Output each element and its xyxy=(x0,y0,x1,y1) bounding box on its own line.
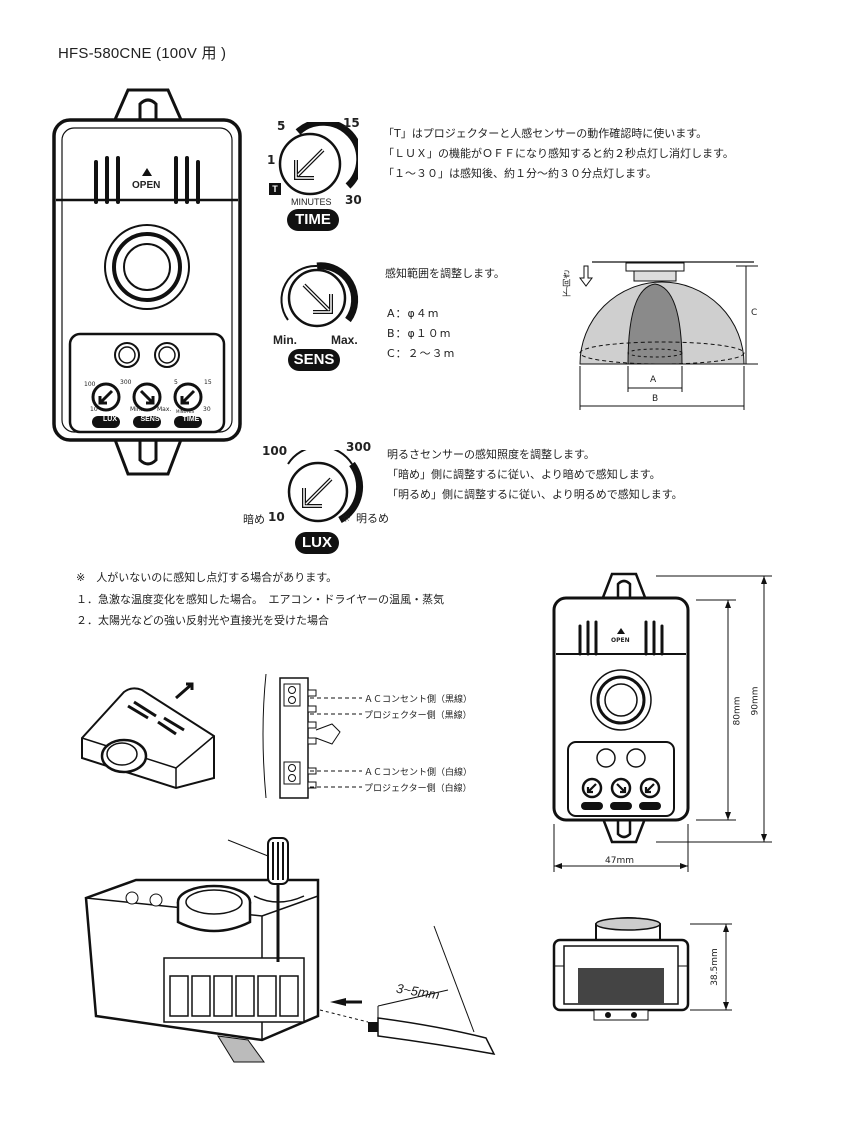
device-lux-mark-100: 100 xyxy=(84,381,96,388)
lux-mark-300: 300 xyxy=(346,440,372,454)
lux-dial xyxy=(287,450,364,524)
time-badge: TIME xyxy=(287,209,339,231)
device-time-label: TIME xyxy=(182,416,200,423)
dimension-side-view xyxy=(552,917,732,1021)
sens-min-label: Min. xyxy=(273,333,297,347)
dimension-front-view xyxy=(552,572,772,872)
note-1: １．急激な温度変化を感知した場合。 エアコン・ドライヤーの温風・蒸気 xyxy=(76,593,445,606)
t-mark-icon: T xyxy=(269,183,281,195)
device-sens-label: SENS xyxy=(140,416,160,423)
sens-range-a: A：φ４m xyxy=(387,307,440,320)
device-sens-max: Max. xyxy=(157,406,172,413)
lux-desc-1: 明るさセンサーの感知照度を調整します。 xyxy=(387,448,595,461)
range-label-b: B xyxy=(652,394,659,404)
time-mark-1: 1 xyxy=(267,153,276,167)
sens-dial xyxy=(280,262,359,328)
device-front-illustration xyxy=(52,88,242,476)
note-2: ２．太陽光などの強い反射光や直接光を受けた場合 xyxy=(76,614,329,627)
lux-desc-3: 「明るめ」側に調整するに従い、より明るめで感知します。 xyxy=(387,488,683,501)
device-lux-mark-300: 300 xyxy=(120,379,132,386)
sens-badge: SENS xyxy=(288,349,340,371)
lux-mark-100: 100 xyxy=(262,444,288,458)
device-time-mark-15: 15 xyxy=(204,379,212,386)
device-minutes-label: MINUTES xyxy=(176,409,195,414)
wire-label-proj-white: プロジェクター側（白線） xyxy=(364,784,472,794)
device-sens-min: Min. xyxy=(130,406,143,413)
wire-label-proj-black: プロジェクター側（黒線） xyxy=(364,711,472,721)
page-title: HFS-580CNE (100V 用 ) xyxy=(58,45,227,62)
lux-bright-label: 明るめ xyxy=(356,512,389,525)
time-desc-1: 「T」はプロジェクターと人感センサーの動作確認時に使います。 xyxy=(383,127,708,140)
time-mark-30: 30 xyxy=(345,193,362,207)
wiring-screwdriver-illustration xyxy=(84,837,496,1063)
lux-badge: LUX xyxy=(295,532,339,554)
lux-dark-label: 暗め xyxy=(243,513,265,526)
device-open-label: OPEN xyxy=(132,180,161,191)
wire-leader-lines xyxy=(310,697,362,788)
wire-label-ac-black: ＡＣコンセント側（黒線） xyxy=(364,695,473,705)
device-time-mark-30: 30 xyxy=(203,406,211,413)
wire-label-ac-white: ＡＣコンセント側（白線） xyxy=(364,768,473,778)
time-minutes-label: MINUTES xyxy=(291,197,332,207)
time-mark-5: 5 xyxy=(277,119,286,133)
sens-heading: 感知範囲を調整します。 xyxy=(385,267,505,280)
device-lux-mark-10: 10 xyxy=(90,406,98,413)
lux-desc-2: 「暗め」側に調整するに従い、より暗めで感知します。 xyxy=(387,468,661,481)
time-dial xyxy=(278,122,358,196)
terminal-block-illustration xyxy=(262,673,341,799)
sun-icon: ☼ xyxy=(341,512,351,525)
device-lux-label: LUX xyxy=(103,416,117,423)
lux-mark-10: 10 xyxy=(268,510,285,524)
sens-range-b: B：φ１０m xyxy=(387,327,452,340)
time-desc-2: 「ＬＵＸ」の機能がＯＦＦになり感知すると約２秒点灯し消灯します。 xyxy=(383,147,734,160)
dim-height-inner: 80mm xyxy=(732,696,743,726)
note-warning: ※ 人がいないのに感知し点灯する場合があります。 xyxy=(76,571,338,584)
time-mark-15: 15 xyxy=(343,116,360,130)
cover-slide-illustration xyxy=(81,682,215,790)
time-desc-3: 「１〜３０」は感知後、約１分〜約３０分点灯します。 xyxy=(383,167,657,180)
sens-range-c: C：２〜３m xyxy=(387,347,456,360)
dim-width: 47mm xyxy=(605,856,634,866)
down-label: 下向き xyxy=(563,270,573,297)
dim-open-label: OPEN xyxy=(611,637,630,644)
range-label-c: C xyxy=(751,308,758,318)
dim-height-outer: 90mm xyxy=(750,686,761,716)
device-time-mark-5: 5 xyxy=(174,379,178,386)
detection-range-diagram xyxy=(579,261,758,410)
sens-max-label: Max. xyxy=(331,333,358,347)
range-label-a: A xyxy=(650,375,657,385)
dim-depth: 38.5mm xyxy=(709,948,720,986)
